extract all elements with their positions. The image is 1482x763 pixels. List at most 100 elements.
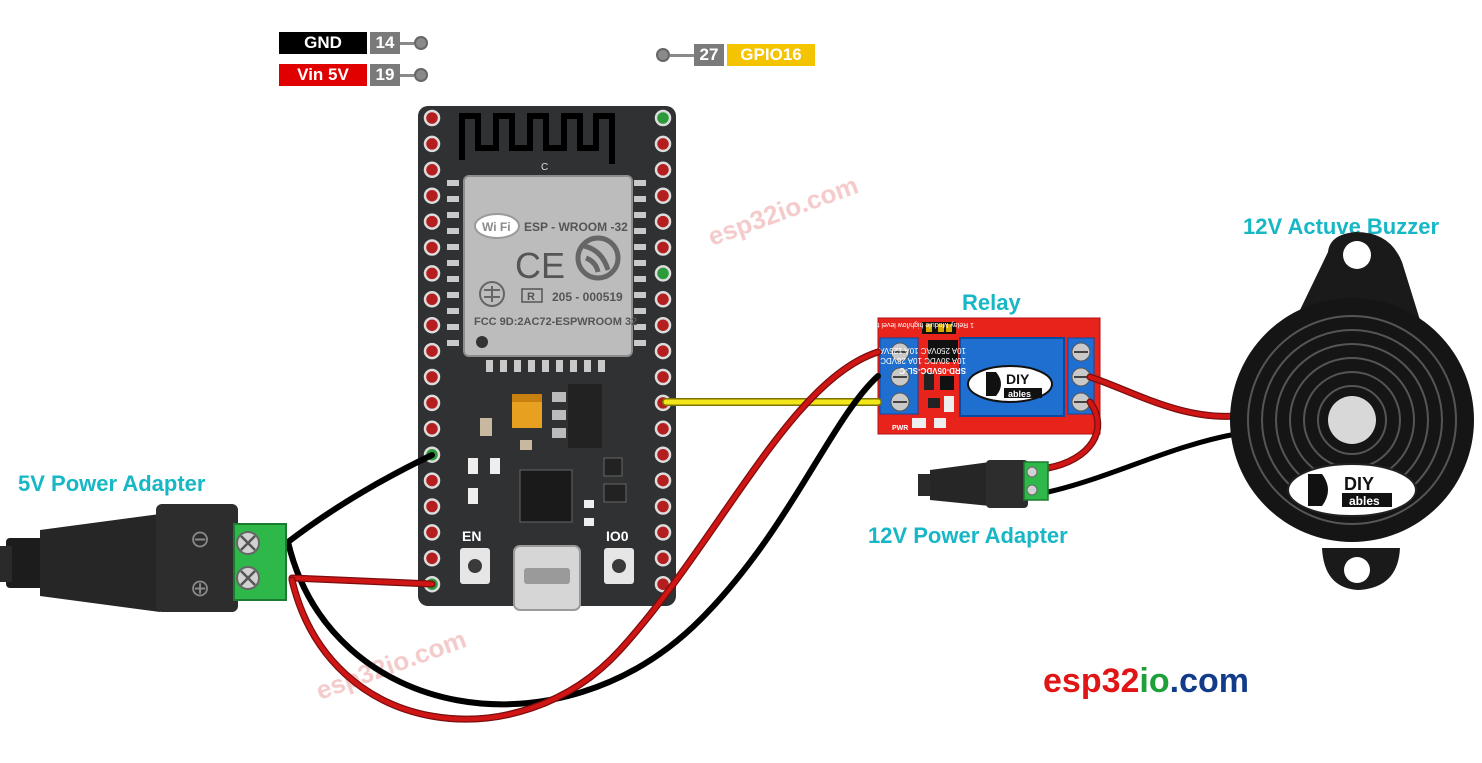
pwr-label: PWR <box>892 425 908 432</box>
buzzer-center <box>1328 396 1376 444</box>
wire-buzzer-pos <box>1087 374 1239 419</box>
c-mark: C <box>541 162 548 173</box>
right-header-pin <box>654 316 672 334</box>
esp32-right-pins <box>654 109 672 593</box>
left-header-pin <box>423 498 441 515</box>
optocoupler <box>928 340 958 362</box>
relay-model: SRD-05VDC-SL-C <box>899 366 966 375</box>
left-header-pin <box>423 239 441 256</box>
relay-logo-top: DIY <box>1006 371 1030 387</box>
left-header-pin <box>423 187 441 204</box>
en-label: EN <box>462 528 481 544</box>
gpio-pin-name: GPIO16 <box>727 44 815 66</box>
vin-pin-stick <box>400 73 414 77</box>
gnd-pin-dot <box>414 36 428 50</box>
r-mark: R <box>527 291 535 303</box>
vin-pin-dot <box>414 68 428 82</box>
left-header-pin <box>423 291 441 308</box>
gnd-pin-name: GND <box>279 32 367 54</box>
right-header-pin <box>654 213 672 230</box>
left-header-pin <box>423 394 441 412</box>
brand-part-3: .com <box>1169 662 1249 700</box>
usb-uart-chip <box>519 469 573 523</box>
module-name: ESP - WROOM -32 <box>524 220 628 234</box>
brand-part-2: io <box>1139 662 1170 700</box>
left-header-pin <box>423 472 441 489</box>
left-header-pin <box>423 316 441 334</box>
gnd-pin-stick <box>400 41 414 45</box>
right-header-pin <box>654 291 672 308</box>
wire-buzzer-neg <box>1045 431 1239 495</box>
vin-pin-number: 19 <box>370 64 400 86</box>
wire-vin-long <box>289 349 881 722</box>
gpio-pin-tag: 27 GPIO16 <box>656 44 815 66</box>
wifi-mark: Wi Fi <box>482 220 511 234</box>
fcc-id: FCC 9D:2AC72-ESPWROOM 32 <box>474 316 637 328</box>
wire-gnd-long <box>285 373 881 708</box>
left-header-pin <box>423 135 441 153</box>
cert-number: 205 - 000519 <box>552 290 623 304</box>
gpio-pin-stick <box>670 53 694 57</box>
right-header-pin <box>654 472 672 489</box>
relay-logo-bottom: ables <box>1008 389 1031 399</box>
right-header-pin <box>654 187 672 204</box>
wire-vin-short <box>289 575 435 587</box>
buzzer-logo-top: DIY <box>1344 474 1374 494</box>
relay-rating-2: 10A 30VDC 10A 28VDC <box>880 356 966 365</box>
adapter-5v: ⊖ ⊕ <box>0 504 287 612</box>
right-header-pin <box>654 550 672 567</box>
adapter-5v-body <box>40 514 160 612</box>
right-header-pin <box>654 135 672 153</box>
left-header-pin <box>423 109 441 127</box>
left-header-pin <box>423 265 441 282</box>
gnd-pin-tag: GND 14 <box>279 32 428 54</box>
relay-module-text: 1 Relay Module high/low level trigger <box>859 321 974 328</box>
left-header-pin <box>423 550 441 567</box>
relay-title: Relay <box>962 290 1021 315</box>
wires <box>285 348 1240 723</box>
left-header-pin <box>423 342 441 360</box>
espressif-logo <box>575 235 621 281</box>
relay-module: 1 Relay Module high/low level trigger PW… <box>859 317 1101 435</box>
adapter-5v-plus: ⊕ <box>190 575 210 602</box>
right-header-pin <box>654 498 672 515</box>
left-header-pin <box>423 524 441 541</box>
ce-mark: CE <box>515 245 565 286</box>
buzzer-title: 12V Actuve Buzzer <box>1243 214 1440 239</box>
gpio-pin-number: 27 <box>694 44 724 66</box>
right-header-pin <box>654 342 672 360</box>
wifi-logo: Wi Fi <box>474 213 520 239</box>
esp32-board: C Wi Fi ESP - WROOM -32 CE R 205 - 00051… <box>418 106 676 611</box>
adapter-5v-head <box>156 504 238 612</box>
adapter-12v <box>918 460 1049 508</box>
wire-12v-pos <box>1045 399 1101 471</box>
adapter-5v-minus: ⊖ <box>190 526 210 553</box>
right-header-pin <box>654 109 672 127</box>
left-header-pin <box>423 368 441 386</box>
gpio-pin-dot <box>656 48 670 62</box>
relay-rating-1: 10A 250VAC 10A 125VAC <box>873 346 966 355</box>
buzzer: DIY ables <box>1230 232 1474 590</box>
buzzer-logo-bottom: ables <box>1349 494 1380 508</box>
right-header-pin <box>654 524 672 541</box>
right-header-pin <box>654 161 672 179</box>
right-header-pin <box>654 368 672 386</box>
brand-part-1: esp32 <box>1043 662 1140 700</box>
cert-mark <box>479 281 505 307</box>
gnd-pin-number: 14 <box>370 32 400 54</box>
io0-label: IO0 <box>606 528 629 544</box>
right-header-pin <box>654 239 672 256</box>
right-header-pin <box>654 446 672 463</box>
left-header-pin <box>423 420 441 438</box>
watermark-1: esp32io.com <box>704 170 862 252</box>
vin-pin-name: Vin 5V <box>279 64 367 86</box>
vin-pin-tag: Vin 5V 19 <box>279 64 428 86</box>
left-header-pin <box>423 213 441 230</box>
adapter-12v-title: 12V Power Adapter <box>868 523 1068 548</box>
right-header-pin <box>654 265 672 282</box>
left-header-pin <box>423 161 441 179</box>
right-header-pin <box>654 420 672 438</box>
wire-gnd-short <box>285 452 435 545</box>
adapter-5v-title: 5V Power Adapter <box>18 471 206 496</box>
